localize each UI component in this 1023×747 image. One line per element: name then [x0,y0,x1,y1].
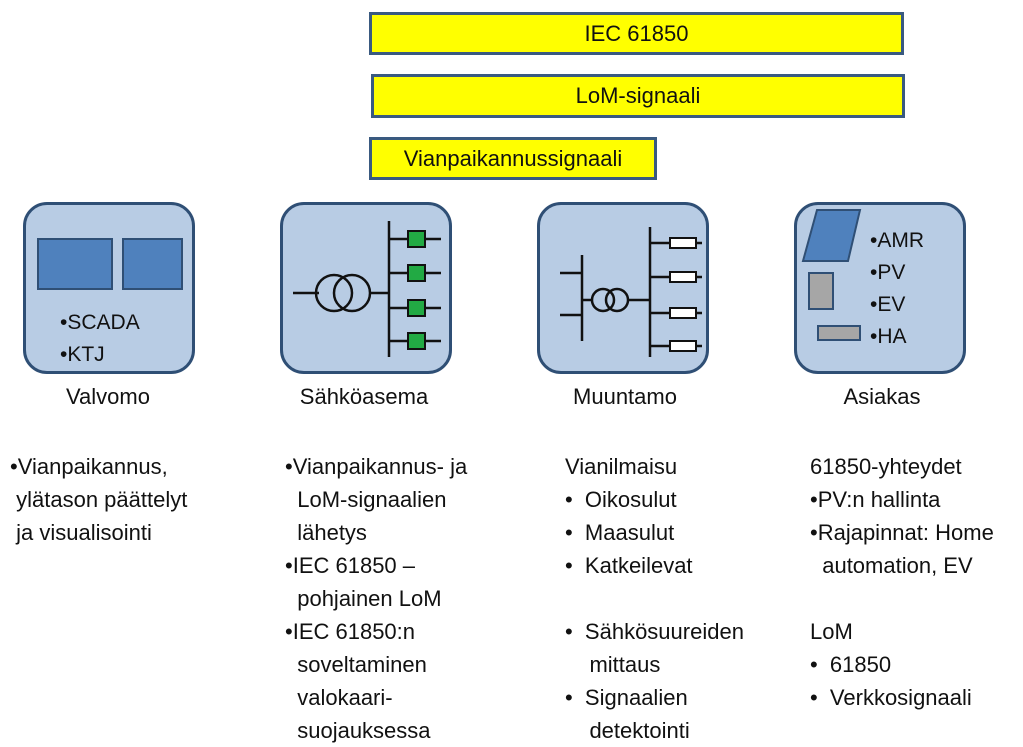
valvomo-item-scada: •SCADA [60,311,140,334]
bar-fault-location-signal-label: Vianpaikannussignaali [403,145,623,171]
desc-muuntamo-line: mittaus [565,652,661,677]
desc-muuntamo: Vianilmaisu • Oikosulut • Maasulut • Kat… [565,450,744,747]
substation-symbol-icon [293,221,441,357]
desc-asiakas-line: •Rajapinnat: Home [810,520,994,545]
asiakas-item-amr: •AMR [870,229,925,252]
desc-muuntamo-line: • Katkeilevat [565,553,693,578]
desc-sahkoasema-line: lähetys [285,520,367,545]
desc-asiakas-line: 61850-yhteydet [810,454,962,479]
asiakas-item-ev: •EV [870,293,906,316]
desc-asiakas-line: • 61850 [810,652,892,677]
bar-iec-61850-label: IEC 61850 [584,20,689,46]
asiakas-item-list: •AMR •PV •EV •HA [870,225,924,353]
desc-asiakas-line: •PV:n hallinta [810,487,941,512]
node-muuntamo [537,202,709,374]
node-sahkoasema [280,202,452,374]
desc-asiakas-line: automation, EV [810,553,973,578]
desc-muuntamo-line: • Signaalien [565,685,688,710]
desc-sahkoasema-line: •IEC 61850:n [285,619,416,644]
asiakas-item-ha: •HA [870,325,907,348]
desc-sahkoasema: •Vianpaikannus- ja LoM-signaalien lähety… [285,450,467,747]
desc-sahkoasema-line: suojauksessa [285,718,431,743]
node-asiakas: •AMR •PV •EV •HA [794,202,966,374]
desc-sahkoasema-line: valokaari- [285,685,393,710]
label-asiakas: Asiakas [843,384,921,409]
desc-muuntamo-line: detektointi [565,718,690,743]
label-sahkoasema: Sähköasema [299,384,429,409]
desc-muuntamo-line: • Maasulut [565,520,675,545]
valvomo-item-ktj: •KTJ [60,343,105,366]
desc-sahkoasema-line: soveltaminen [285,652,427,677]
node-valvomo: •SCADA •KTJ [23,202,195,374]
desc-muuntamo-line: • Oikosulut [565,487,677,512]
desc-sahkoasema-line: LoM-signaalien [285,487,447,512]
desc-valvomo-line: ylätason päättelyt [10,487,188,512]
desc-sahkoasema-line: pohjainen LoM [285,586,442,611]
desc-sahkoasema-line: •Vianpaikannus- ja [285,454,468,479]
desc-muuntamo-spacer [565,582,744,615]
bar-lom-signal-label: LoM-signaali [575,83,701,108]
bar-iec-61850: IEC 61850 [369,12,904,55]
label-muuntamo: Muuntamo [573,384,677,409]
desc-asiakas-spacer [810,582,994,615]
desc-muuntamo-line: • Sähkösuureiden [565,619,744,644]
bar-lom-signal: LoM-signaali [371,74,905,118]
asiakas-item-pv: •PV [870,261,906,284]
desc-asiakas-lom-title: LoM [810,619,853,644]
desc-asiakas-line: • Verkkosignaali [810,685,972,710]
control-room-screens-icon [37,238,183,290]
desc-sahkoasema-line: •IEC 61850 – [285,553,416,578]
bar-fault-location-signal: Vianpaikannussignaali [369,137,657,180]
valvomo-item-list: •SCADA •KTJ [60,307,140,371]
desc-valvomo-line: ja visualisointi [10,520,152,545]
desc-muuntamo-title: Vianilmaisu [565,454,678,479]
desc-valvomo: •Vianpaikannus, ylätason päättelyt ja vi… [10,450,187,549]
transformer-station-symbol-icon [560,227,702,357]
desc-valvomo-line: •Vianpaikannus, [10,454,168,479]
label-valvomo: Valvomo [66,384,150,409]
desc-asiakas: 61850-yhteydet •PV:n hallinta •Rajapinna… [810,450,994,714]
customer-devices-icon [801,209,862,341]
